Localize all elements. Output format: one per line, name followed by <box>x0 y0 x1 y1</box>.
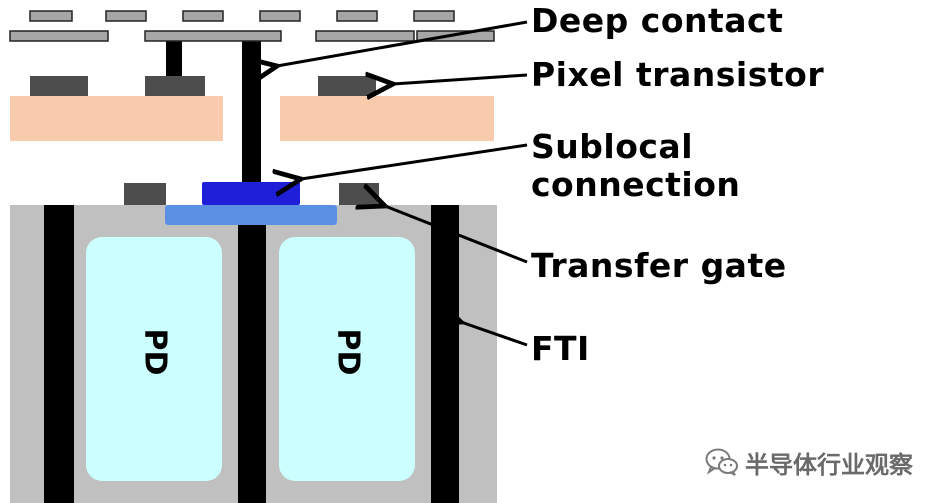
label-pixel-transistor: Pixel transistor <box>531 55 825 94</box>
label-sublocal-connection: Sublocal connection <box>531 128 740 204</box>
pixel-transistor-gate-3 <box>318 76 376 96</box>
callout-arrows <box>277 20 528 347</box>
label-transfer-gate: Transfer gate <box>531 246 787 285</box>
photodiode-label-right: PD <box>331 329 366 376</box>
pixel-transistor-gate-2 <box>145 76 205 96</box>
deep-contact-via <box>242 41 261 182</box>
pixel-transistor-gate-1 <box>30 76 88 96</box>
watermark: 半导体行业观察 <box>705 447 913 479</box>
label-sublocal-line-1: Sublocal <box>531 127 694 166</box>
gate-via <box>166 41 182 76</box>
metal-1-segment <box>144 30 282 42</box>
transfer-implant <box>165 205 337 225</box>
metal-layer-2 <box>29 10 455 22</box>
metal-1-segment <box>9 30 109 42</box>
metal-2-segment <box>336 10 378 22</box>
label-fti: FTI <box>531 329 590 368</box>
arrow-transfer-gate <box>385 206 528 264</box>
fti-trench-left <box>44 205 74 503</box>
label-deep-contact: Deep contact <box>531 1 784 40</box>
metal-2-segment <box>29 10 73 22</box>
photodiode-left <box>86 237 222 481</box>
photodiode-label-left: PD <box>138 329 173 376</box>
arrow-sublocal-connection <box>301 143 528 179</box>
upper-substrate-right <box>280 96 494 141</box>
upper-substrate-left <box>10 96 223 141</box>
metal-2-segment <box>413 10 455 22</box>
transfer-gate-left <box>124 183 166 205</box>
watermark-text: 半导体行业观察 <box>745 450 913 479</box>
metal-2-segment <box>182 10 224 22</box>
sublocal-connection <box>202 182 300 205</box>
metal-2-segment <box>259 10 301 22</box>
wechat-icon <box>705 448 738 476</box>
label-sublocal-line-2: connection <box>531 165 741 204</box>
arrow-fti <box>461 322 528 347</box>
arrow-deep-contact <box>277 20 528 66</box>
fti-trench-right <box>431 205 459 503</box>
photodiode-right <box>279 237 415 481</box>
fti-trench-center <box>238 205 266 503</box>
arrow-pixel-transistor <box>393 75 528 84</box>
metal-1-segment <box>315 30 415 42</box>
metal-2-segment <box>105 10 147 22</box>
transfer-gate-right <box>339 183 379 205</box>
